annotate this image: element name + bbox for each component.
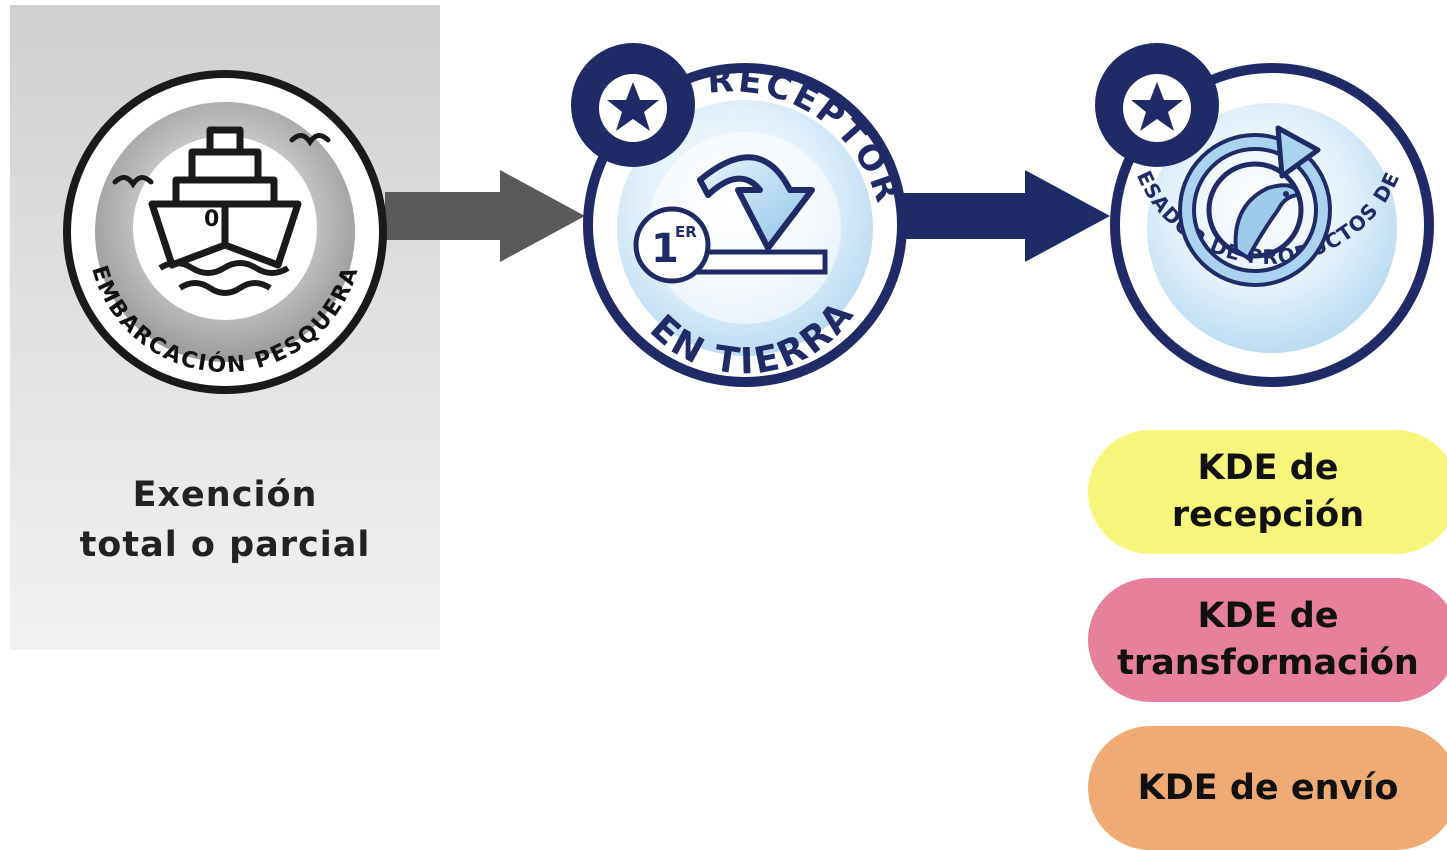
fishing-vessel-emblem: EMBARCACIÓN PESQUERA 0 xyxy=(63,70,387,394)
first-receiver-emblem: RECEPTOR EN TIERRA 1 ER FUENTE DE TLC xyxy=(551,24,907,387)
star-icon-2 xyxy=(1131,82,1183,131)
kde-shipping-label: KDE de envío xyxy=(1137,767,1399,808)
ordinal-suffix: ER xyxy=(675,223,697,241)
exemption-label: Exención total o parcial xyxy=(10,470,440,570)
hull-number: 0 xyxy=(204,207,219,232)
ordinal-number: 1 xyxy=(651,226,679,272)
kde-transformation-line-2: transformación xyxy=(1117,643,1419,683)
arrow-navy xyxy=(895,170,1110,262)
kde-transformation-line-1: KDE de xyxy=(1197,596,1339,636)
kde-shipping-box: KDE de envío xyxy=(1088,726,1447,850)
exemption-line-1: Exención xyxy=(132,475,318,515)
ordinal-badge xyxy=(633,206,711,284)
ledge-shape xyxy=(690,249,828,275)
kde-receiving-line-2: recepción xyxy=(1171,495,1365,535)
wave-icon-1 xyxy=(158,260,290,276)
cycle-arrow-icon xyxy=(1275,125,1321,179)
bird-icon-right xyxy=(289,133,331,147)
arrow-gray xyxy=(385,170,585,262)
kde-receiving-line-1: KDE de xyxy=(1197,448,1339,488)
kde-transformation-box: KDE de transformación xyxy=(1088,578,1447,702)
ship-icon xyxy=(148,126,302,269)
curved-down-arrow-icon xyxy=(697,154,815,251)
fish-icon xyxy=(1233,183,1301,261)
wave-icon-2 xyxy=(178,280,272,296)
star-icon-1 xyxy=(607,82,659,131)
kde-receiving-box: KDE de recepción xyxy=(1088,430,1447,554)
bird-icon-left xyxy=(112,175,154,189)
exemption-line-2: total o parcial xyxy=(79,525,371,565)
